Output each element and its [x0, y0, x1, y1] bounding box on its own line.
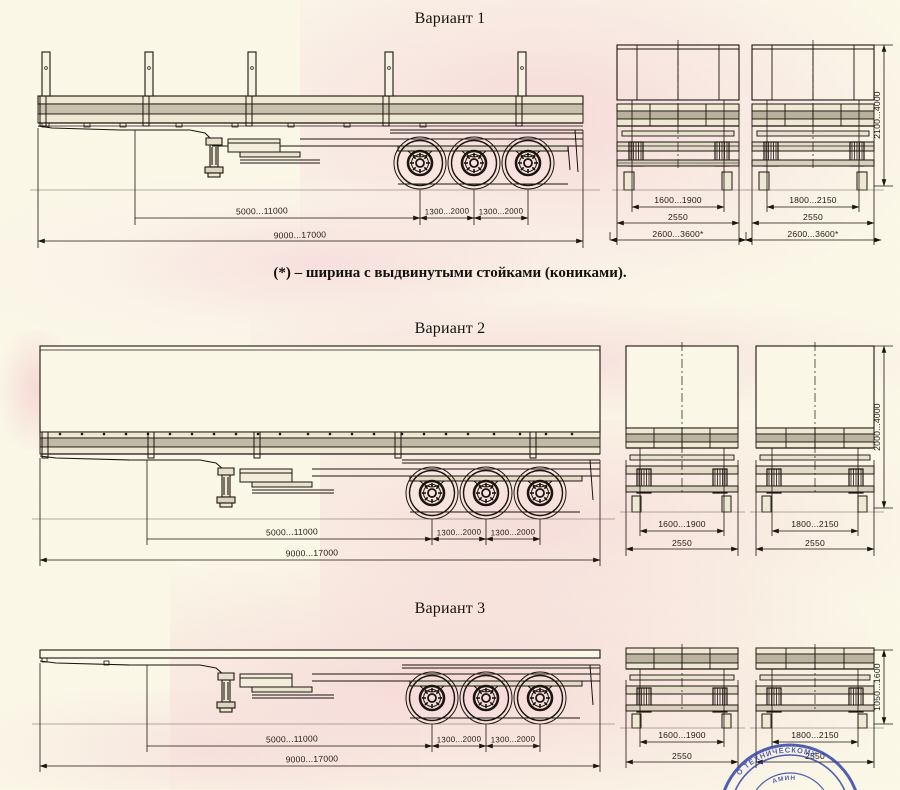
variant-2-front-view-right — [750, 342, 884, 513]
variant-1-front-view-left — [612, 40, 748, 191]
wheel — [512, 465, 568, 521]
variant-1-fv-right-dim-overall-width: 2600...3600* — [787, 229, 839, 239]
variant-2-fv-right-dim-track-width: 2550 — [805, 538, 825, 548]
variant-3-dim-axle-spacing-2: 1300...2000 — [491, 735, 536, 745]
variant-1-front-view-right — [747, 40, 884, 191]
variant-3-dim-kingpin-to-axle: 5000...11000 — [266, 733, 318, 744]
wheel — [446, 135, 502, 191]
variant-2-dim-overall-length: 9000...17000 — [286, 547, 339, 558]
variant-3-dimension-lines — [39, 663, 601, 772]
variant-3-fv-left-dim-track-width: 2550 — [672, 751, 692, 761]
variant-3-title: Вариант 3 — [414, 600, 486, 617]
stakes-width-footnote: (*) – ширина с выдвинутыми стойками (кон… — [273, 265, 627, 281]
variant-2-fv-right-dim-inner-width: 1800...2150 — [791, 519, 839, 529]
variant-2-dim-axle-spacing-1: 1300...2000 — [437, 528, 482, 538]
variant-1-title: Вариант 1 — [414, 10, 486, 27]
variant-1-fv-left-dim-inner-width: 1600...1900 — [654, 195, 702, 205]
wheel — [404, 670, 460, 726]
variant-1-front-dimension-lines — [609, 44, 893, 245]
wheel — [512, 670, 568, 726]
variant-2-dimension-lines — [39, 458, 601, 566]
variant-3-front-view-left — [620, 644, 745, 729]
variant-2-fv-left-dim-inner-width: 1600...1900 — [658, 519, 706, 529]
variant-2-title: Вариант 2 — [414, 320, 486, 337]
wheel — [458, 670, 514, 726]
variant-3-dim-overall-length: 9000...17000 — [286, 753, 339, 764]
variant-2-front-view-left — [620, 342, 745, 513]
variant-1-fv-right-dim-inner-width: 1800...2150 — [789, 195, 837, 205]
variant-2-dim-overall-height: 2000...4000 — [872, 403, 882, 451]
variant-1-fv-left-dim-overall-width: 2600...3600* — [652, 229, 704, 239]
wheel — [500, 135, 556, 191]
variant-3-fv-right-dim-inner-width: 1800...2150 — [791, 730, 839, 740]
official-stamp: О ТЕХНИЧЕСКОМУ АМИН — [723, 743, 857, 790]
wheel — [458, 465, 514, 521]
variant-1-fv-left-dim-track-width: 2550 — [668, 212, 688, 222]
variant-1-dim-overall-height: 2100...4000 — [872, 91, 882, 139]
variant-3-dim-overall-height: 1050...1600 — [872, 663, 882, 711]
variant-2-dim-axle-spacing-2: 1300...2000 — [491, 528, 536, 538]
wheel — [392, 135, 448, 191]
variant-1-dim-axle-spacing-1: 1300...2000 — [425, 207, 470, 217]
stamp-sublabel: АМИН — [772, 775, 797, 785]
variant-1-side-view — [30, 51, 600, 191]
wheel — [404, 465, 460, 521]
variant-3-front-view-right — [750, 644, 884, 729]
variant-1-dim-overall-length: 9000...17000 — [274, 229, 327, 240]
variant-2-side-view — [32, 345, 615, 521]
variant-3-fv-right-dim-track-width: 2550 — [805, 751, 825, 761]
variant-2-fv-left-dim-track-width: 2550 — [672, 538, 692, 548]
variant-1-dimension-lines — [37, 128, 584, 248]
variant-1-dim-kingpin-to-axle: 5000...11000 — [236, 205, 288, 216]
variant-1-fv-right-dim-track-width: 2550 — [803, 212, 823, 222]
variant-3-dim-axle-spacing-1: 1300...2000 — [437, 735, 482, 745]
variant-2-dim-kingpin-to-axle: 5000...11000 — [266, 526, 318, 537]
variant-3-fv-left-dim-inner-width: 1600...1900 — [658, 730, 706, 740]
variant-3-side-view — [32, 649, 615, 726]
variant-2-front-dimension-lines — [625, 345, 893, 556]
variant-1-dim-axle-spacing-2: 1300...2000 — [479, 207, 524, 217]
